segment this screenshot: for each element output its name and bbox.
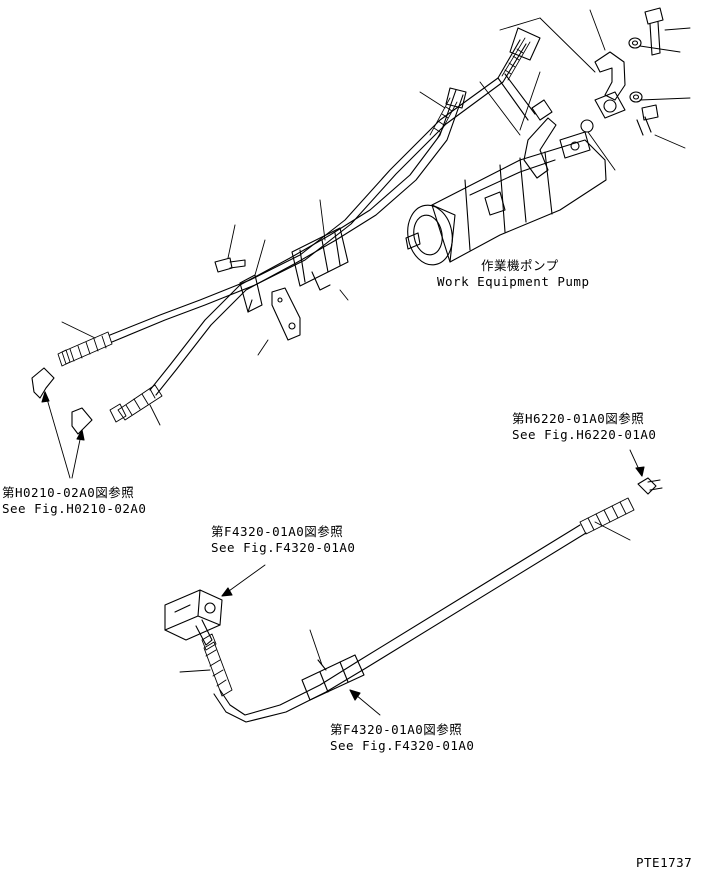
hose-upper-a	[109, 27, 541, 343]
clamp-small	[239, 274, 263, 313]
bolt-top-right	[644, 7, 664, 56]
hose-end-left-lower	[109, 384, 163, 423]
bolt-clamp	[214, 257, 246, 273]
arrow-head-5	[349, 689, 361, 701]
hose-upper-b	[149, 87, 467, 396]
pump-elbow-fitting-upper	[523, 99, 557, 179]
fitting-right-lower	[637, 477, 663, 495]
arrow-head-4	[221, 587, 233, 597]
pump-label-en: Work Equipment Pump	[437, 274, 590, 289]
ref-h6220-en: See Fig.H6220-01A0	[512, 427, 657, 442]
ref-h6220-jp: 第H6220-01A0図参照	[512, 411, 645, 426]
pump-label-jp: 作業機ポンプ	[481, 258, 559, 273]
ref-h0210-en: See Fig.H0210-02A0	[2, 501, 147, 516]
arrow-head-1	[41, 391, 50, 403]
bracket-plate	[271, 287, 301, 341]
arrow-head-3	[635, 466, 645, 477]
hose-clamp-upper	[291, 227, 349, 291]
ref-f4320-top: 第F4320-01A0図参照 See Fig.F4320-01A0	[211, 525, 355, 555]
work-equipment-pump	[405, 131, 607, 266]
washer-right	[629, 91, 643, 103]
hose-pump-feed	[497, 73, 536, 121]
leader-lines-lower	[179, 449, 643, 716]
ref-f4320-bottom-jp: 第F4320-01A0図参照	[330, 722, 463, 737]
valve-block	[164, 589, 223, 646]
ref-f4320-top-en: See Fig.F4320-01A0	[211, 540, 356, 555]
ref-h0210: 第H0210-02A0図参照 See Fig.H0210-02A0	[2, 486, 146, 516]
hose-end-lower-left	[201, 633, 233, 697]
arrow-head-2	[76, 429, 85, 441]
hose-end-left-upper	[57, 331, 113, 367]
ref-h0210-jp: 第H0210-02A0図参照	[2, 485, 135, 500]
hose-end-lower-right	[579, 497, 635, 535]
ref-h6220: 第H6220-01A0図参照 See Fig.H6220-01A0	[512, 412, 656, 442]
elbow-fitting-left	[31, 367, 93, 435]
leader-lines-top	[479, 9, 691, 171]
drawing-code: PTE1737	[636, 855, 693, 870]
pump-elbow-fitting-right	[580, 51, 626, 133]
leader-lines-left	[44, 91, 446, 479]
ref-f4320-bottom: 第F4320-01A0図参照 See Fig.F4320-01A0	[330, 723, 474, 753]
ref-f4320-bottom-en: See Fig.F4320-01A0	[330, 738, 475, 753]
hose-lower	[213, 524, 587, 723]
hose-end-crimp-2	[429, 97, 458, 140]
hose-end-crimp-1	[501, 37, 531, 81]
washer-top	[628, 37, 642, 49]
bolt-right-lower	[636, 104, 659, 136]
ref-f4320-top-jp: 第F4320-01A0図参照	[211, 524, 344, 539]
